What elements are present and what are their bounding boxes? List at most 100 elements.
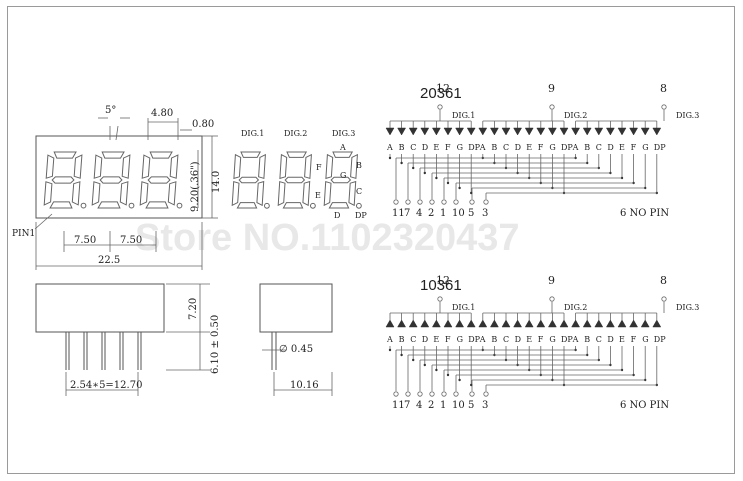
segment-e	[277, 180, 286, 207]
segment-letter-3: C	[410, 335, 416, 344]
seg-node-2	[400, 353, 403, 357]
pin-6	[453, 391, 459, 397]
diode-16	[559, 319, 569, 328]
segment-f	[93, 154, 103, 179]
segment-letter-9: A	[479, 335, 486, 344]
front-digit-1	[43, 151, 87, 209]
diode-11	[501, 319, 511, 328]
dim-body-height: 7.20	[188, 298, 199, 320]
label-seg-a: A	[339, 143, 346, 152]
pin-number-5: 1	[440, 208, 446, 219]
seg-node-1	[388, 348, 392, 352]
diode-11	[501, 127, 511, 136]
common-pin-label-1: 12	[436, 82, 450, 95]
segment-dp	[176, 202, 183, 209]
segment-b	[121, 154, 131, 179]
pin-number-3: 4	[416, 400, 422, 411]
segment-f	[233, 153, 242, 180]
label-seg-b: B	[356, 161, 362, 170]
pin-number-6: 10	[452, 208, 465, 219]
segment-e	[139, 181, 149, 206]
side-pins	[65, 332, 142, 370]
segment-letter-17: A	[572, 143, 579, 152]
digit-group-label-2: DIG.2	[564, 303, 587, 312]
segment-dp	[264, 202, 270, 209]
segment-c	[302, 180, 311, 207]
segment-letter-7: G	[457, 335, 463, 344]
dim-angle: 5°	[105, 105, 116, 116]
segment-a	[101, 151, 125, 159]
diode-13	[524, 319, 534, 328]
seg-node-8	[470, 191, 473, 195]
segment-letter-17: A	[572, 335, 579, 344]
digit-group-label-1: DIG.1	[452, 303, 475, 312]
dim-pin-length: 6.10 ± 0.50	[210, 315, 221, 374]
front-digit-2	[91, 151, 135, 209]
diode-21	[617, 319, 627, 328]
segment-letter-21: E	[619, 335, 625, 344]
pin-5	[441, 199, 447, 205]
segment-g	[51, 176, 75, 184]
label-seg-d: D	[334, 211, 340, 220]
dim-total-height: 14.0	[211, 171, 222, 193]
diode-17	[571, 127, 581, 136]
segment-g	[284, 176, 306, 184]
segment-a	[286, 151, 308, 158]
diode-18	[582, 319, 592, 328]
pin-1	[393, 391, 399, 397]
diode-13	[524, 127, 534, 136]
segment-d	[236, 202, 258, 209]
segment-b	[73, 154, 83, 179]
diode-20	[605, 127, 615, 136]
pin-2	[405, 199, 411, 205]
pin-number-7: 5	[468, 400, 474, 411]
diode-23	[640, 127, 650, 136]
common-pin-label-3: 8	[660, 274, 667, 287]
segment-e	[91, 181, 101, 206]
segment-letter-4: D	[422, 335, 428, 344]
seg-node-5	[435, 368, 438, 372]
pin-3	[417, 391, 423, 397]
pin-6	[453, 199, 459, 205]
diode-9	[478, 127, 488, 136]
segment-letter-15: G	[549, 143, 555, 152]
no-pin-note: 6 NO PIN	[620, 208, 669, 219]
dim-pin-diameter: ∅ 0.45	[279, 344, 313, 355]
segment-letter-3: C	[410, 143, 416, 152]
diode-19	[594, 319, 604, 328]
segment-letter-16: DP	[561, 143, 573, 152]
segment-letter-11: C	[503, 335, 509, 344]
segment-letter-11: C	[503, 143, 509, 152]
common-pin-label-2: 9	[548, 274, 555, 287]
common-pin-1	[437, 296, 443, 302]
diode-7	[455, 127, 465, 136]
segment-letter-24: DP	[654, 335, 666, 344]
diode-1	[385, 127, 395, 136]
drawing-border	[7, 6, 735, 474]
seg-node-2	[400, 161, 403, 165]
segment-f	[141, 154, 151, 179]
common-pin-1	[437, 104, 443, 110]
dim-depth: 10.16	[290, 380, 319, 391]
segment-g	[330, 176, 352, 184]
diode-10	[489, 319, 499, 328]
segment-letter-20: D	[607, 143, 613, 152]
dim-dp-offset: 0.80	[192, 119, 214, 130]
diode-17	[571, 319, 581, 328]
side-view-left: 7.20 6.10 ± 0.50 2.54∗5=12.70	[35, 283, 221, 396]
diode-21	[617, 127, 627, 136]
diode-9	[478, 319, 488, 328]
pin-7	[469, 391, 475, 397]
dim-pitch-right: 7.50	[120, 235, 142, 246]
segment-b	[304, 153, 312, 180]
pin-4	[429, 199, 435, 205]
front-digit-3	[139, 151, 183, 209]
segment-d	[282, 202, 304, 209]
label-seg-e: E	[315, 191, 321, 200]
common-pin-2	[549, 296, 555, 302]
segment-letter-24: DP	[654, 143, 666, 152]
segment-letter-2: B	[399, 335, 405, 344]
labelled-digit-3	[323, 151, 362, 209]
segment-letter-19: C	[596, 335, 602, 344]
